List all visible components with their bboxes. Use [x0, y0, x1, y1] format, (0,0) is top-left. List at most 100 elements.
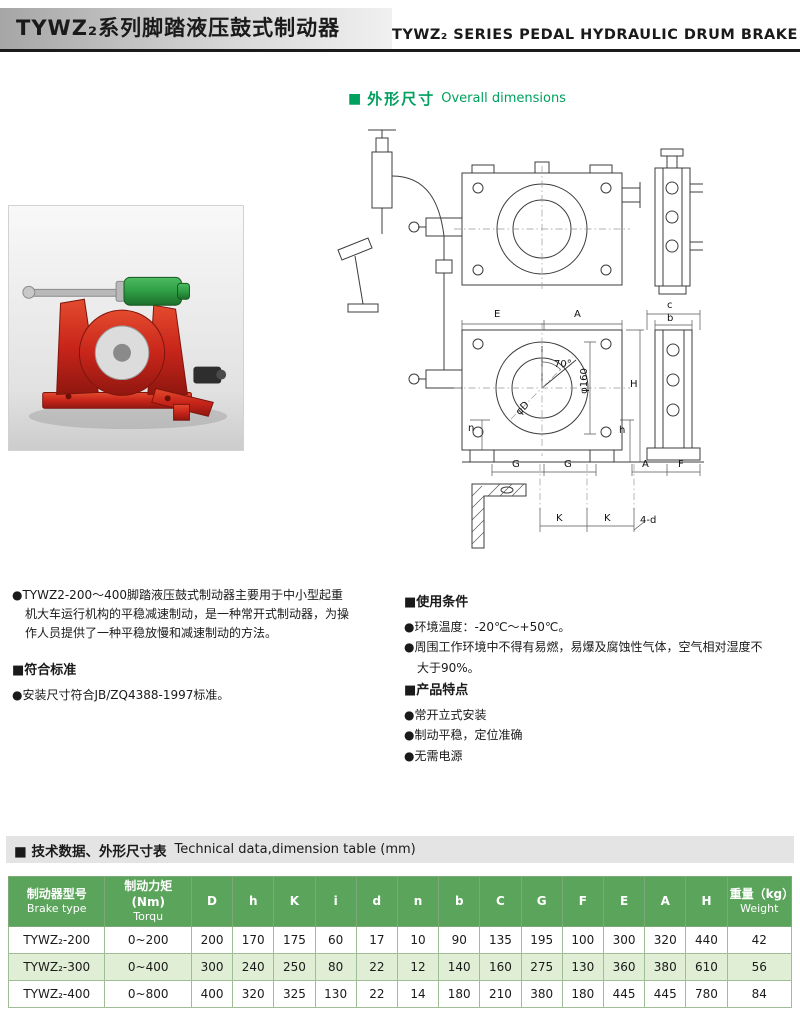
- table-cell: 135: [479, 926, 522, 955]
- features-item: ●常开立式安装: [404, 708, 487, 723]
- standards-item: ●安装尺寸符合JB/ZQ4388-1997标准。: [12, 688, 230, 703]
- table-cell: 780: [685, 980, 728, 1009]
- product-photo: [8, 205, 244, 451]
- dimension-drawing-lines: [337, 129, 704, 549]
- features-item: ●制动平稳，定位准确: [404, 728, 523, 743]
- table-cell: 0~200: [104, 926, 192, 955]
- table-cell: TYWZ₂-200: [7, 926, 106, 955]
- table-cell: 180: [561, 980, 604, 1009]
- page-title-en: TYWZ₂ SERIES PEDAL HYDRAULIC DRUM BRAKE: [392, 27, 798, 43]
- table-cell: 275: [520, 953, 563, 982]
- dim-label-K1: K: [556, 513, 563, 524]
- dimension-drawing: E A c b H φ160 h n G G A F K K 4-d 70° φ…: [322, 118, 794, 566]
- features-item: ●无需电源: [404, 748, 463, 763]
- table-cell: 180: [438, 980, 481, 1009]
- table-cell: 300: [190, 953, 234, 982]
- product-photo-art: [9, 206, 243, 450]
- table-cell: 445: [602, 980, 646, 1009]
- product-description: ●TYWZ2-200～400脚踏液压鼓式制动器主要用于中小型起重机大车运行机构的…: [12, 588, 350, 641]
- page-header: TYWZ₂系列脚踏液压鼓式制动器 TYWZ₂ SERIES PEDAL HYDR…: [0, 8, 800, 52]
- column-header: 制动力矩(Nm)Torqu: [104, 875, 192, 928]
- features-section: ■产品特点 ●常开立式安装 ●制动平稳，定位准确 ●无需电源: [404, 680, 766, 766]
- table-cell: 90: [438, 926, 481, 955]
- table-cell: 60: [314, 926, 357, 955]
- column-header: n: [396, 875, 440, 928]
- column-header: A: [644, 875, 687, 928]
- table-cell: 320: [232, 980, 275, 1009]
- table-cell: 380: [520, 980, 563, 1009]
- dim-label-A-bottom: A: [642, 459, 649, 470]
- table-cell: 400: [190, 980, 234, 1009]
- features-title: ■产品特点: [404, 683, 469, 698]
- table-cell: 360: [602, 953, 646, 982]
- conditions-item: ●环境温度：-20℃～+50℃。: [404, 620, 571, 635]
- table-cell: 14: [396, 980, 440, 1009]
- dim-label-H: H: [630, 379, 638, 390]
- table-cell: TYWZ₂-300: [7, 953, 106, 982]
- table-cell: 12: [396, 953, 440, 982]
- table-cell: 56: [726, 953, 793, 982]
- dim-label-h: h: [619, 425, 626, 436]
- dim-label-K2: K: [604, 513, 611, 524]
- dim-label-c: c: [667, 300, 673, 311]
- column-header: b: [438, 875, 481, 928]
- section-square-icon: ■: [348, 90, 362, 107]
- table-cell: 240: [232, 953, 275, 982]
- table-section-title-en: Technical data,dimension table (mm): [174, 842, 416, 857]
- table-cell: 17: [355, 926, 398, 955]
- standards-section: ■符合标准 ●安装尺寸符合JB/ZQ4388-1997标准。: [12, 660, 352, 705]
- table-cell: 140: [438, 953, 481, 982]
- table-cell: 130: [314, 980, 357, 1009]
- table-section-title-cn: ■ 技术数据、外形尺寸表: [14, 843, 167, 860]
- table-cell: 100: [561, 926, 604, 955]
- table-cell: 200: [190, 926, 234, 955]
- dim-label-G2: G: [564, 459, 572, 470]
- table-cell: 445: [644, 980, 687, 1009]
- table-cell: 320: [644, 926, 687, 955]
- table-cell: 22: [355, 953, 398, 982]
- column-header: 重量（kg）Weight: [726, 875, 794, 928]
- dim-label-b: b: [667, 313, 674, 324]
- column-header: F: [561, 875, 604, 928]
- table-cell: 80: [314, 953, 357, 982]
- column-header: D: [190, 875, 234, 928]
- table-cell: 195: [520, 926, 563, 955]
- dim-label-F: F: [678, 459, 684, 470]
- overall-dimensions-title-cn: 外形尺寸: [367, 90, 436, 108]
- table-cell: 380: [644, 953, 687, 982]
- table-cell: 160: [479, 953, 522, 982]
- dim-label-70deg: 70°: [554, 359, 572, 370]
- table-cell: 130: [561, 953, 604, 982]
- overall-dimensions-heading: ■ 外形尺寸 Overall dimensions: [348, 88, 566, 109]
- conditions-item: ●周围工作环境中不得有易燃，易爆及腐蚀性气体，空气相对湿度不大于90%。: [404, 640, 763, 675]
- column-header: i: [314, 875, 357, 928]
- table-section-heading: ■ 技术数据、外形尺寸表 Technical data,dimension ta…: [6, 836, 794, 863]
- table-cell: 610: [685, 953, 728, 982]
- page-title-cn: TYWZ₂系列脚踏液压鼓式制动器: [0, 8, 392, 49]
- overall-dimensions-title-en: Overall dimensions: [441, 91, 566, 106]
- column-header: G: [520, 875, 563, 928]
- column-header: K: [273, 875, 316, 928]
- dim-label-n: n: [468, 423, 475, 434]
- table-cell: 300: [602, 926, 646, 955]
- table-cell: 42: [726, 926, 793, 955]
- column-header: h: [232, 875, 275, 928]
- column-header: H: [685, 875, 728, 928]
- table-cell: 210: [479, 980, 522, 1009]
- standards-title: ■符合标准: [12, 663, 77, 678]
- table-cell: 10: [396, 926, 440, 955]
- table-cell: 325: [273, 980, 316, 1009]
- table-cell: 22: [355, 980, 398, 1009]
- column-header: C: [479, 875, 522, 928]
- dim-label-G1: G: [512, 459, 520, 470]
- dim-label-4-d: 4-d: [640, 515, 657, 526]
- table-cell: 175: [273, 926, 316, 955]
- column-header: E: [602, 875, 646, 928]
